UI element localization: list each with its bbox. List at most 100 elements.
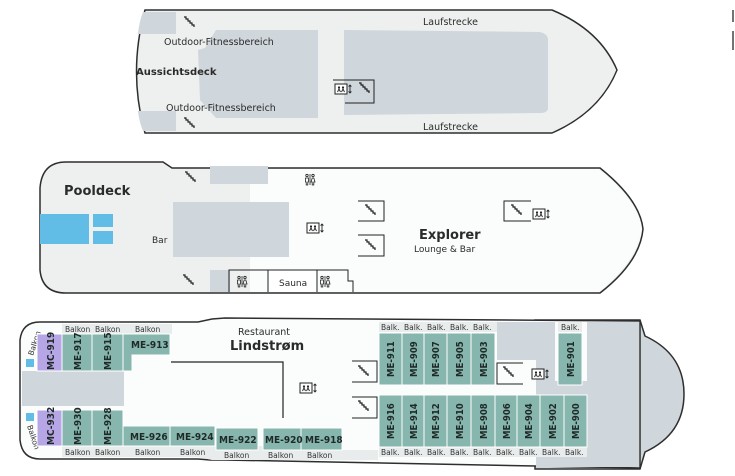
cabin-label: ME-912	[431, 403, 442, 439]
cabin-me-928[interactable]	[91, 409, 124, 447]
balcony-label: Balk.	[381, 448, 400, 457]
balcony-label: Balk.	[450, 448, 469, 457]
cabin-me-913[interactable]	[122, 333, 171, 372]
cabin-me-905[interactable]	[446, 332, 472, 386]
balcony-label: Balk.	[404, 323, 423, 332]
balcony-label: Balkon	[95, 325, 120, 334]
cabin-me-903[interactable]	[470, 332, 496, 386]
balcony-label: Balkon	[307, 451, 332, 460]
cabin-label: ME-906	[502, 403, 513, 439]
cabin-label: ME-916	[386, 403, 397, 439]
stairs-elevator-block	[503, 200, 550, 222]
balcony-label: Balk.	[496, 448, 515, 457]
cabin-mc-919[interactable]	[36, 333, 63, 372]
cabins-top-left: MC-919 ME-917 ME-915 ME-913 Balkon Balko…	[36, 325, 171, 372]
deck-aussichtsdeck: Outdoor-Fitnessbereich Outdoor-Fitnessbe…	[135, 9, 618, 134]
stairs-elevator-block	[496, 362, 549, 385]
cabin-label: ME-903	[479, 341, 490, 377]
balcony-label: Balk.	[450, 323, 469, 332]
stairs-block	[358, 200, 385, 257]
cabin-label: ME-930	[73, 407, 84, 445]
cabin-label: ME-917	[73, 332, 84, 370]
cabin-me-924[interactable]	[169, 425, 216, 447]
interior-area	[344, 30, 548, 115]
interior-area	[173, 202, 289, 257]
balcony-label: Balkon	[95, 448, 120, 457]
cabins-bottom-right: ME-916 ME-914 ME-912 ME-910 ME-908 ME-90…	[378, 394, 588, 457]
deck-pooldeck: Sauna Pooldeck Bar Explorer Lounge & Bar	[39, 161, 644, 294]
cabin-me-901[interactable]	[557, 332, 583, 386]
grey-area	[210, 270, 230, 292]
cabin-me-902[interactable]	[539, 394, 565, 448]
cabin-me-922[interactable]	[215, 427, 259, 451]
fitness-label-bottom: Outdoor-Fitnessbereich	[166, 103, 276, 114]
cabin-label: ME-918	[305, 435, 343, 446]
balcony-label: Balkon	[65, 448, 90, 457]
restaurant-label: Restaurant	[238, 327, 290, 338]
explorer-sub-label: Lounge & Bar	[414, 245, 475, 255]
balcony-label: Balkon	[135, 448, 160, 457]
cabin-label: ME-924	[176, 432, 214, 443]
balcony-label: Balkon	[268, 451, 293, 460]
fitness-label-top: Outdoor-Fitnessbereich	[164, 37, 274, 48]
balcony-label: Balk.	[404, 448, 423, 457]
corner-marker	[26, 359, 34, 367]
balcony-label: Balk.	[519, 448, 538, 457]
cabin-label: ME-915	[103, 332, 114, 370]
cabin-label: ME-900	[571, 403, 582, 439]
cabin-label: ME-922	[219, 435, 257, 446]
balcony-label: Balk.	[427, 448, 446, 457]
balcony-label: Balkon	[135, 325, 160, 334]
cabins-bottom-left: MC-932 ME-930 ME-928 ME-926 ME-924 ME-92…	[36, 407, 343, 460]
cabin-label: MC-932	[46, 407, 57, 445]
cabin-label: ME-920	[265, 435, 303, 446]
balcony-label: Balk.	[561, 323, 580, 332]
balcony-label: Balk.	[473, 323, 492, 332]
sauna-block: Sauna	[228, 269, 354, 292]
cabin-label: ME-926	[130, 432, 168, 443]
grey-area	[138, 111, 176, 131]
cabin-label: ME-913	[131, 340, 169, 351]
balcony-label: Balk.	[427, 323, 446, 332]
sauna-label: Sauna	[279, 279, 307, 289]
cabin-me-915[interactable]	[91, 333, 124, 372]
cabin-label: ME-914	[409, 403, 420, 439]
cabin-label: ME-905	[455, 341, 466, 377]
cabin-label: ME-909	[409, 341, 420, 377]
balcony-label: Balkon	[65, 325, 90, 334]
cabin-label: ME-928	[103, 407, 114, 445]
cabin-label: ME-901	[566, 341, 577, 377]
cabin-label: ME-908	[479, 403, 490, 439]
cabins-top-right: ME-911 ME-909 ME-907 ME-905 ME-903 ME-90…	[378, 323, 583, 386]
elevator-stairs-block	[333, 79, 375, 104]
restaurant-wall	[171, 361, 284, 418]
pool-small	[93, 214, 113, 227]
balcony-label: Balk.	[473, 448, 492, 457]
bar-label: Bar	[152, 236, 168, 246]
grey-area	[210, 166, 268, 184]
balcony-label: Balk.	[381, 323, 400, 332]
cabin-me-918[interactable]	[300, 427, 343, 451]
pool	[40, 214, 89, 244]
explorer-label: Explorer	[419, 228, 481, 243]
cabin-label: ME-902	[548, 403, 559, 439]
cabin-label: ME-907	[431, 341, 442, 377]
track-label-bottom: Laufstrecke	[423, 122, 478, 133]
cabin-label: MC-919	[46, 332, 57, 370]
cabin-mc-932[interactable]	[36, 409, 63, 447]
interior-area	[198, 30, 318, 118]
balcony-label: Balk.	[565, 448, 584, 457]
stairs-block	[352, 360, 378, 419]
balcony-label: Balkon	[180, 448, 205, 457]
cabin-me-910[interactable]	[446, 394, 472, 448]
deck-cabins: Balkon Balkon MC-919 ME-917 ME-915 ME-91…	[19, 317, 685, 470]
balcony-label: Balkon	[224, 451, 249, 460]
cabin-label: ME-904	[524, 403, 535, 439]
cabin-label: ME-910	[455, 403, 466, 439]
cabin-me-900[interactable]	[563, 394, 588, 448]
balcony-label: Balk.	[542, 448, 561, 457]
deck-title: Aussichtsdeck	[136, 67, 217, 78]
track-label-top: Laufstrecke	[423, 17, 478, 28]
cabin-label: ME-911	[386, 341, 397, 377]
